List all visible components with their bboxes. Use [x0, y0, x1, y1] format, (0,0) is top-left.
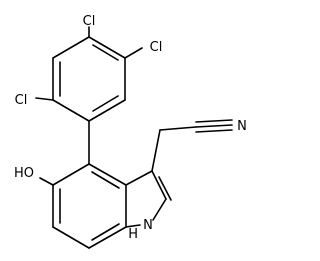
bond	[52, 36, 90, 59]
chemical-structure-diagram: Cl Cl Cl N HO N H	[14, 14, 247, 249]
bond-to-ch2	[151, 129, 161, 172]
double-bond-inner	[158, 176, 172, 201]
molecule-svg: Cl Cl Cl N HO N H	[14, 14, 247, 249]
atom-label-hydroxyl: HO	[14, 166, 34, 181]
double-bond-inner	[91, 223, 120, 241]
atom-label-cl-top: Cl	[83, 14, 96, 29]
bond-to-cl-left	[35, 97, 54, 101]
triple-bond-line	[195, 119, 233, 123]
bond	[125, 224, 141, 228]
bond	[88, 36, 126, 59]
bond	[52, 163, 90, 186]
atom-label-nitrile-n: N	[237, 119, 247, 134]
atom-label-amine-h: H	[128, 227, 138, 242]
bond-ch2-cn	[159, 126, 197, 131]
pyrrole-ring	[125, 170, 172, 228]
atom-label-cl-right: Cl	[150, 40, 163, 55]
double-bond-inner	[91, 171, 120, 189]
bond	[151, 170, 167, 200]
bond	[88, 163, 127, 186]
double-bond-inner	[92, 44, 119, 61]
bond	[125, 170, 153, 186]
bond	[152, 198, 167, 221]
bond	[52, 226, 90, 249]
triple-bond-line	[195, 124, 233, 128]
indole-benzene-ring	[52, 163, 127, 249]
bond	[52, 99, 90, 122]
atom-label-cl-left: Cl	[15, 93, 28, 108]
bond-to-cl-right	[124, 47, 143, 59]
trichlorophenyl-ring	[52, 36, 126, 122]
atom-label-amine-n: N	[143, 218, 153, 233]
bond	[88, 99, 126, 122]
bond-to-hydroxyl	[39, 177, 54, 186]
double-bond-inner	[92, 95, 119, 112]
triple-bond-line	[195, 129, 233, 133]
bond	[88, 226, 127, 249]
